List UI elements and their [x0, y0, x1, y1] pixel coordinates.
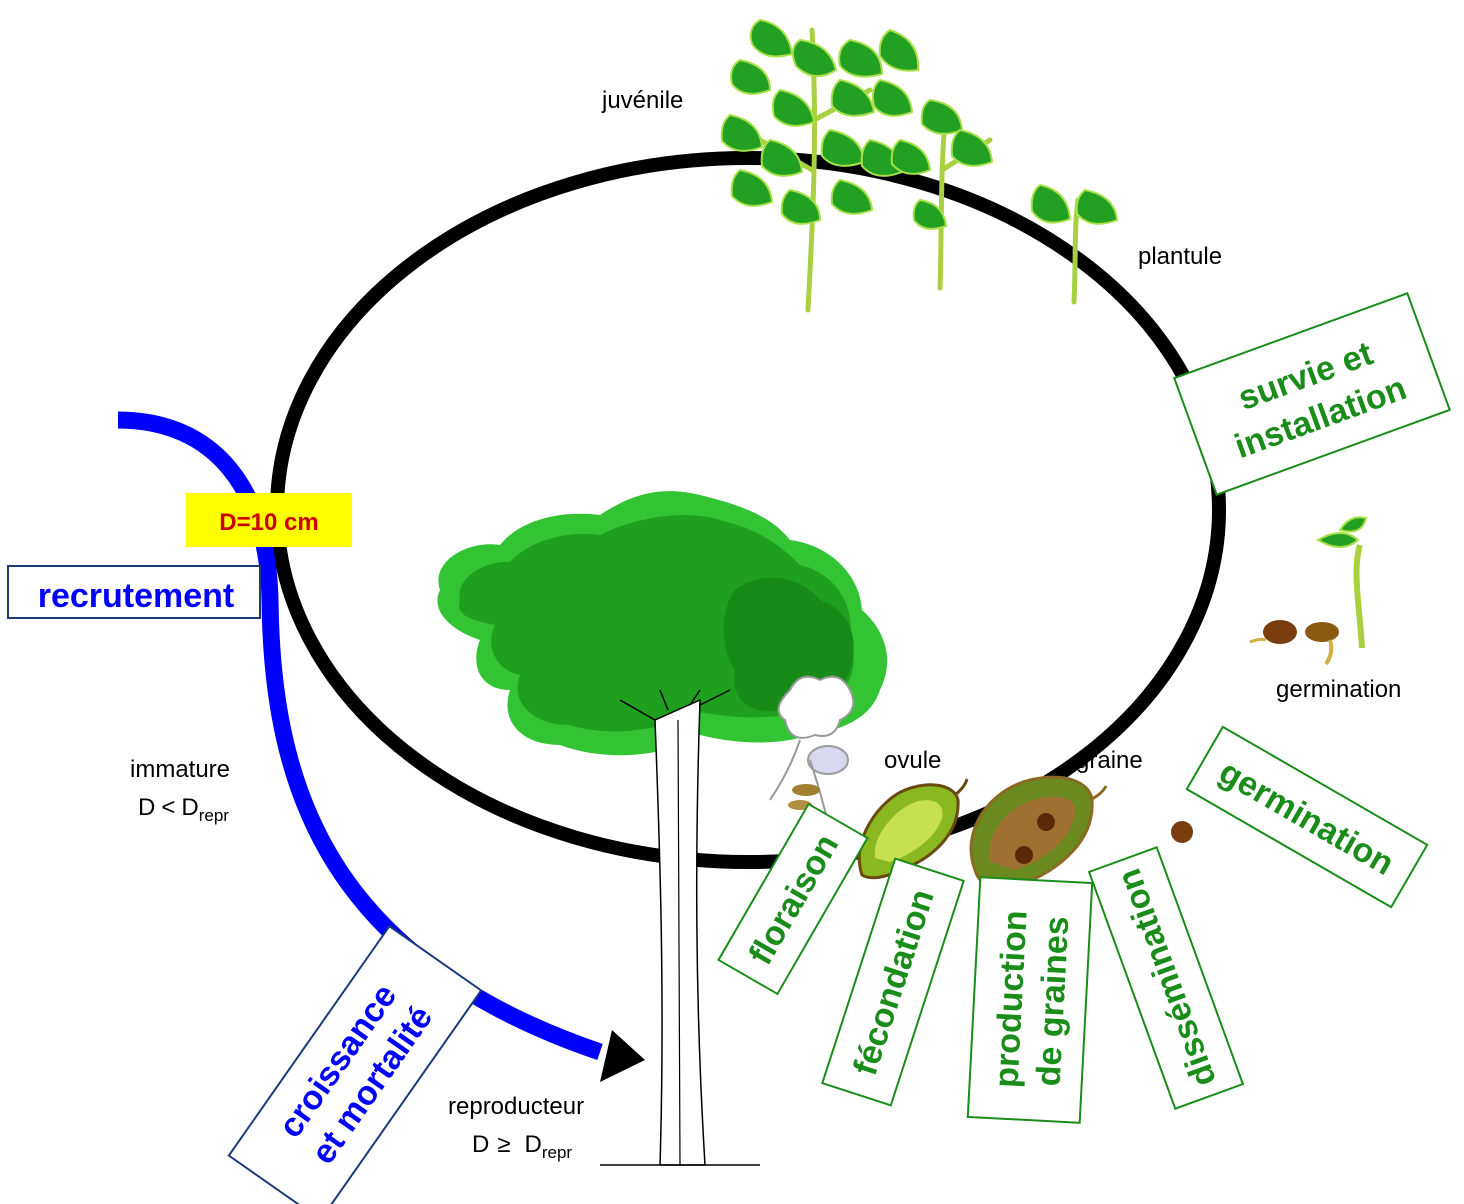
sapling-icon — [720, 18, 1119, 313]
production-box: production de graines — [966, 876, 1094, 1124]
fecondation-box: fécondation — [821, 857, 965, 1107]
threshold-box — [186, 493, 352, 547]
croissance-box: croissance et mortalité — [227, 924, 483, 1204]
label-immature: immature — [130, 756, 230, 783]
seed-icon — [1171, 821, 1193, 843]
germination-stage-box: germination — [1185, 725, 1429, 909]
seedling-icon — [1249, 516, 1368, 666]
tree-icon — [437, 491, 888, 1166]
ovule-fruit-icon — [857, 778, 969, 880]
floraison-box: floraison — [717, 802, 869, 996]
recrutement-box — [7, 565, 261, 619]
label-ovule: ovule — [884, 747, 941, 774]
label-repro-condition: D≥Drepr — [472, 1131, 572, 1162]
production-line1: production — [987, 909, 1034, 1088]
label-plantule: plantule — [1138, 243, 1222, 270]
survie-box: survie et installation — [1172, 292, 1452, 496]
label-reproducteur: reproducteur — [448, 1093, 584, 1120]
arrow-head-icon — [600, 1030, 645, 1082]
flower-icon — [769, 675, 855, 831]
threshold-label: D=10 cm — [219, 509, 318, 536]
label-graine: graine — [1076, 747, 1143, 774]
seed-pod-icon — [969, 775, 1108, 890]
label-juvenile: juvénile — [601, 87, 683, 114]
production-line2: de graines — [1030, 915, 1077, 1087]
label-immature-condition: D<Drepr — [138, 794, 229, 825]
dissemination-box: dissémination — [1087, 846, 1245, 1110]
label-germination: germination — [1276, 676, 1401, 703]
recrutement-label: recrutement — [38, 577, 235, 615]
